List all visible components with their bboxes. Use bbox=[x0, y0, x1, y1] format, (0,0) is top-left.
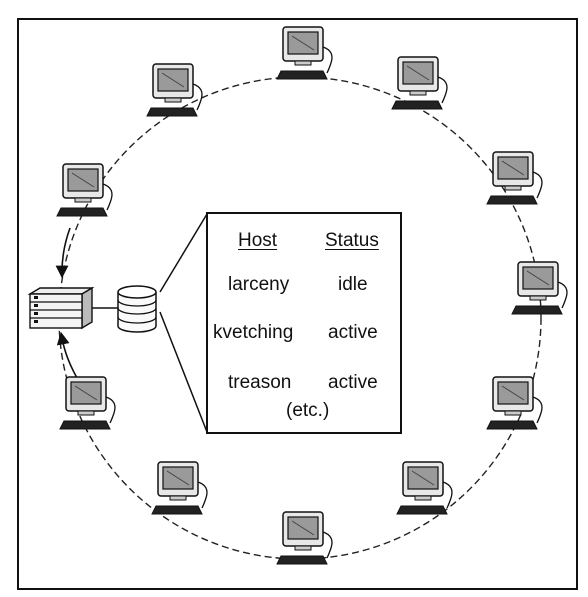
arrow-top-to-server bbox=[55, 227, 71, 279]
table-row-status: idle bbox=[338, 274, 368, 295]
workstations bbox=[56, 26, 568, 565]
table-row-status: active bbox=[328, 322, 378, 343]
table-footer-etc: (etc.) bbox=[286, 400, 330, 421]
table-row-host: kvetching bbox=[213, 322, 294, 343]
table-header-host: Host bbox=[238, 230, 278, 251]
callout-line-top bbox=[159, 213, 208, 293]
computer-monitor-icon bbox=[486, 151, 543, 205]
table-header-status: Status bbox=[325, 230, 379, 251]
computer-monitor-icon bbox=[151, 461, 208, 515]
table-row-host: treason bbox=[228, 372, 292, 393]
computer-monitor-icon bbox=[276, 26, 333, 80]
host-status-table bbox=[206, 212, 402, 434]
computer-monitor-icon bbox=[276, 511, 333, 565]
computer-monitor-icon bbox=[511, 261, 568, 315]
computer-monitor-icon bbox=[391, 56, 448, 110]
database-cylinder-icon bbox=[117, 285, 157, 333]
computer-monitor-icon bbox=[146, 63, 203, 117]
computer-monitor-icon bbox=[396, 461, 453, 515]
computer-monitor-icon bbox=[486, 376, 543, 430]
table-row-host: larceny bbox=[228, 274, 290, 295]
callout-line-bottom bbox=[159, 311, 208, 433]
computer-monitor-icon bbox=[59, 376, 116, 430]
server-rack-icon bbox=[27, 286, 95, 330]
table-row-status: active bbox=[328, 372, 378, 393]
computer-monitor-icon bbox=[56, 163, 113, 217]
